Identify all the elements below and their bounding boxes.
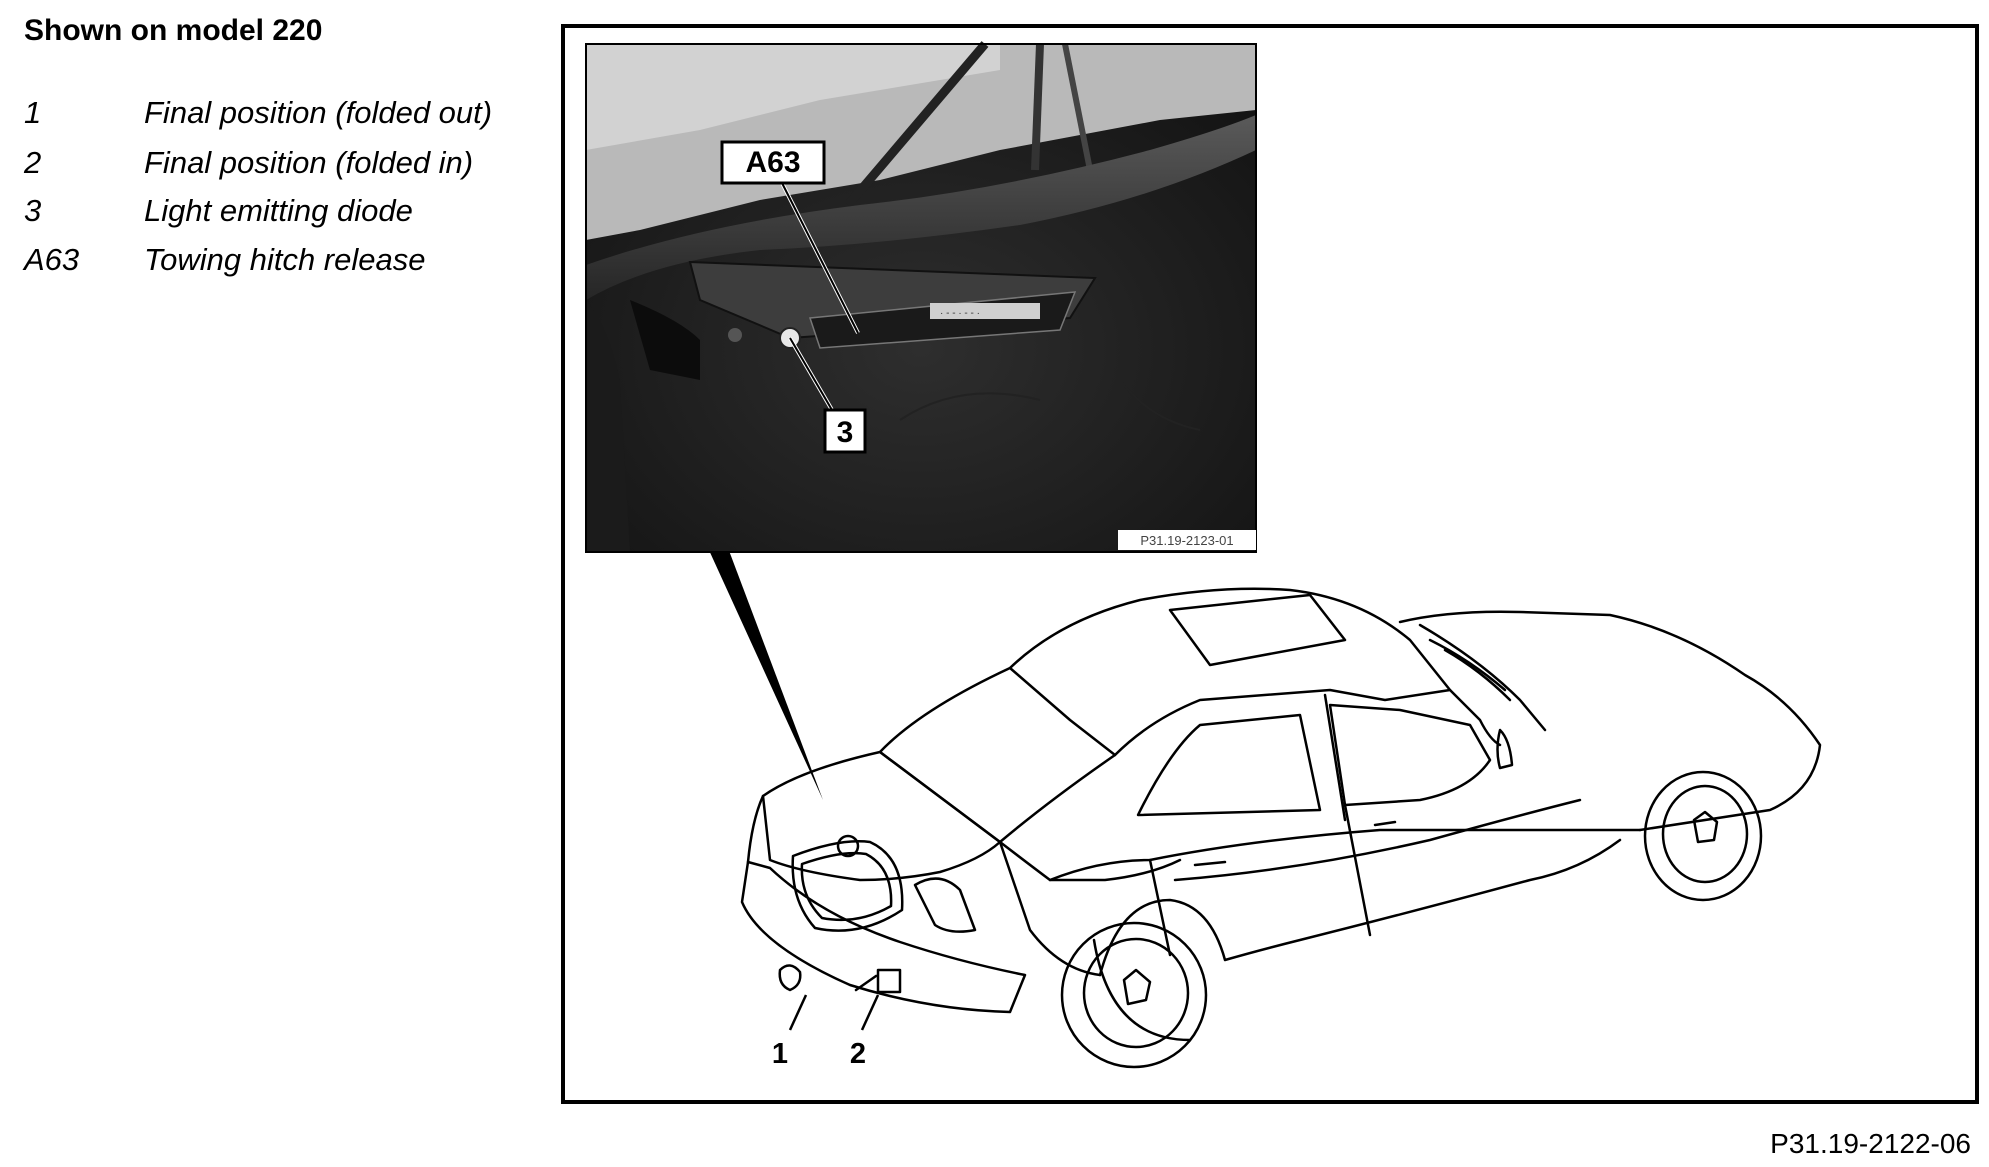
page-title: Shown on model 220 — [24, 14, 323, 47]
callout-a63: A63 — [720, 140, 826, 185]
legend-text: Final position (folded out) — [144, 95, 493, 130]
leader-pos-in — [860, 994, 880, 1031]
inset-ref-text: P31.19-2123-01 — [1140, 533, 1233, 548]
callout-pos-in: 2 — [850, 1038, 866, 1070]
callout-a63-label: A63 — [745, 146, 800, 179]
inset-photo: · - - · - - · — [585, 41, 1257, 553]
legend-key: 3 — [24, 193, 42, 228]
legend-text: Final position (folded in) — [144, 145, 474, 180]
legend-item: A63 Towing hitch release — [24, 242, 544, 290]
figure-reference: P31.19-2122-06 — [1770, 1128, 1971, 1159]
car-drawing — [740, 587, 1822, 1069]
legend-item: 3 Light emitting diode — [24, 193, 544, 241]
legend-key: 1 — [24, 95, 42, 130]
svg-text:· - - · - - ·: · - - · - - · — [940, 308, 980, 319]
legend-key: A63 — [24, 242, 80, 277]
legend-text: Towing hitch release — [144, 242, 426, 277]
inset-ref-label: P31.19-2123-01 — [1118, 530, 1256, 550]
legend-key: 2 — [24, 145, 42, 180]
leader-pos-out — [788, 994, 808, 1031]
legend-text: Light emitting diode — [144, 193, 413, 228]
callout-led-label: 3 — [837, 416, 854, 449]
callout-led: 3 — [823, 408, 867, 454]
legend-item: 1 Final position (folded out) — [24, 95, 544, 143]
figure-frame — [561, 24, 1979, 1104]
callout-pos-out: 1 — [772, 1038, 788, 1070]
legend-item: 2 Final position (folded in) — [24, 145, 544, 193]
pointer-wedge — [708, 548, 823, 800]
